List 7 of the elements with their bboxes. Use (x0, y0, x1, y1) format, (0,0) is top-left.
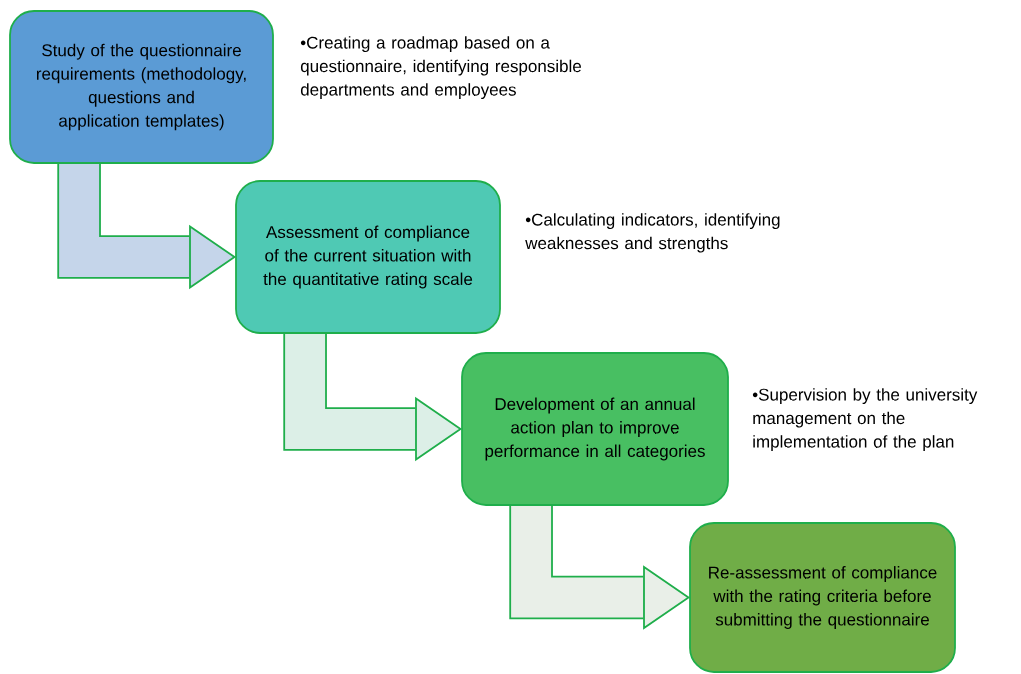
process-box: Development of an annual action plan to improve performance in all categories (461, 352, 729, 506)
process-box: Assessment of compliance of the current situation with the quantitative rating scale (235, 180, 501, 334)
bullet-note: •Supervision by the university management on the implementation of the plan (752, 388, 978, 452)
bullet-note: •Calculating indicators, identifying weaknesses and strengths (525, 213, 780, 253)
bullet-note: •Creating a roadmap based on a questionnaire, identifying responsible departments and employees (300, 36, 581, 100)
process-box: Study of the questionnaire requirements (methodology, questions and application templates) (9, 10, 274, 164)
process-box: Re-assessment of compliance with the rating criteria before submitting the questionnaire (689, 522, 956, 673)
